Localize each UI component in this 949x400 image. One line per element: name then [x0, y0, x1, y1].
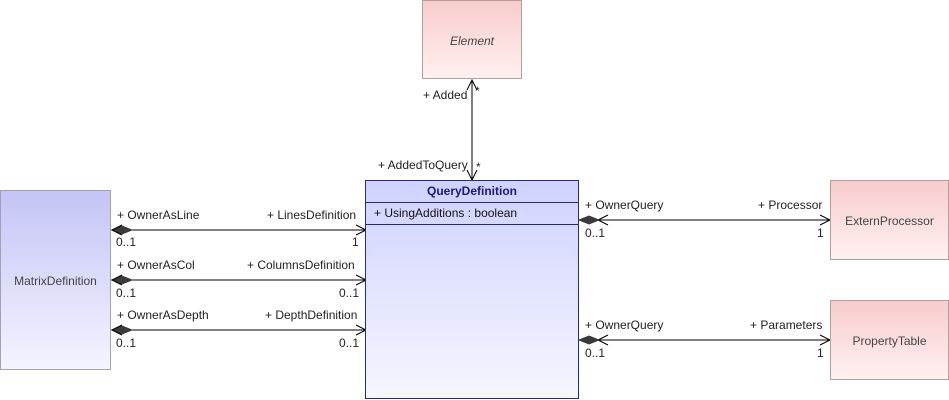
multiplicity-processor: 1: [817, 226, 824, 240]
role-columns-definition: + ColumnsDefinition: [247, 258, 355, 272]
role-depth-definition: + DepthDefinition: [265, 308, 358, 322]
multiplicity-depth-definition: 0..1: [339, 336, 360, 350]
multiplicity-owner-as-line: 0..1: [116, 235, 137, 249]
role-owner-query-parameters: + OwnerQuery: [585, 318, 664, 332]
arrowhead-left: [110, 324, 123, 336]
multiplicity-owner-as-depth: 0..1: [116, 336, 137, 350]
multiplicity-owner-query-processor: 0..1: [585, 226, 606, 240]
class-property-table[interactable]: PropertyTable: [830, 300, 949, 380]
role-processor: + Processor: [758, 198, 823, 212]
role-owner-as-depth: + OwnerAsDepth: [117, 308, 209, 322]
arrowhead-left: [110, 274, 123, 286]
composition-diamond: [110, 225, 134, 235]
role-parameters: + Parameters: [750, 318, 823, 332]
class-element[interactable]: Element: [422, 0, 522, 79]
class-extern-processor[interactable]: ExternProcessor: [830, 180, 949, 260]
composition-diamond: [110, 325, 134, 335]
class-matrix-definition-name: MatrixDefinition: [14, 274, 97, 288]
class-query-definition-name: QueryDefinition: [366, 181, 578, 203]
class-property-table-name: PropertyTable: [852, 334, 927, 348]
role-owner-query-processor: + OwnerQuery: [585, 198, 664, 212]
role-added-to-query: + AddedToQuery: [378, 158, 468, 172]
class-extern-processor-name: ExternProcessor: [845, 214, 934, 228]
multiplicity-added: *: [475, 84, 480, 98]
composition-diamond: [577, 335, 601, 345]
class-element-name: Element: [449, 34, 495, 48]
arrowhead-left: [110, 224, 123, 236]
multiplicity-parameters: 1: [817, 346, 824, 360]
multiplicity-owner-as-col: 0..1: [116, 286, 137, 300]
composition-diamond: [577, 215, 601, 225]
generalization-arrowhead: [466, 78, 478, 91]
role-added: + Added: [423, 88, 468, 102]
composition-diamond: [110, 275, 134, 285]
multiplicity-added-to-query: *: [476, 160, 481, 174]
attribute-using-additions: + UsingAdditions : boolean: [366, 202, 578, 225]
class-matrix-definition[interactable]: MatrixDefinition: [0, 190, 111, 370]
multiplicity-lines-definition: 1: [352, 235, 359, 249]
multiplicity-columns-definition: 0..1: [339, 286, 360, 300]
class-query-definition[interactable]: QueryDefinition + UsingAdditions : boole…: [365, 180, 579, 399]
role-lines-definition: + LinesDefinition: [267, 208, 357, 222]
role-owner-as-line: + OwnerAsLine: [117, 208, 200, 222]
multiplicity-owner-query-parameters: 0..1: [585, 346, 606, 360]
role-owner-as-col: + OwnerAsCol: [117, 258, 195, 272]
